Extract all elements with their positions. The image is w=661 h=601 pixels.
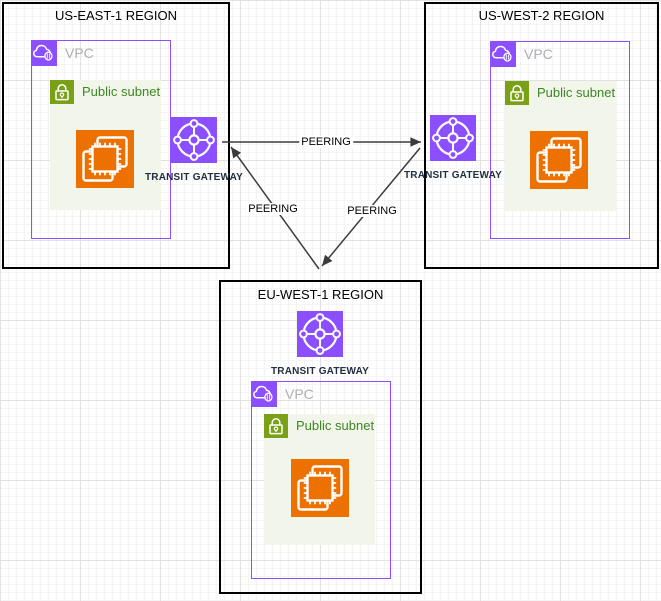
public-subnet-label: Public subnet [296,418,375,433]
vpc-cloud-icon [31,40,57,66]
ec2-instance-icon[interactable] [291,459,349,517]
region-title: US-EAST-1 REGION [54,8,178,23]
vpc-label: VPC [285,386,314,402]
vpc-cloud-icon [490,41,516,67]
vpc-label: VPC [65,45,94,61]
peering-label: PEERING [299,136,353,148]
lock-icon [505,81,529,105]
region-eu-west-1[interactable]: EU-WEST-1 REGION TRANSIT GATEWAY VPC Pub… [219,280,422,594]
vpc-box[interactable] [251,381,391,579]
vpc-label: VPC [524,46,553,62]
region-us-west-2[interactable]: US-WEST-2 REGION VPC Public subnet TRANS… [404,2,659,269]
lock-icon [264,414,288,438]
region-us-east-1[interactable]: US-EAST-1 REGION VPC Public subnet TRANS… [2,2,243,269]
ec2-instance-icon[interactable] [76,130,134,188]
transit-gateway-icon[interactable] [171,117,217,163]
transit-gateway-label: TRANSIT GATEWAY [144,172,243,183]
peering-label: PEERING [345,205,399,217]
transit-gateway-icon[interactable] [430,115,476,161]
region-title: EU-WEST-1 REGION [257,287,384,302]
public-subnet-label: Public subnet [82,84,161,99]
transit-gateway-label: TRANSIT GATEWAY [403,170,502,181]
ec2-instance-icon[interactable] [530,131,588,189]
vpc-box[interactable] [31,40,171,239]
transit-gateway-icon[interactable] [297,311,343,357]
peering-label: PEERING [246,203,300,215]
vpc-cloud-icon [251,381,277,407]
transit-gateway-label: TRANSIT GATEWAY [270,366,369,377]
lock-icon [50,80,74,104]
vpc-box[interactable] [490,41,630,239]
region-title: US-WEST-2 REGION [478,8,605,23]
public-subnet-label: Public subnet [537,85,616,100]
